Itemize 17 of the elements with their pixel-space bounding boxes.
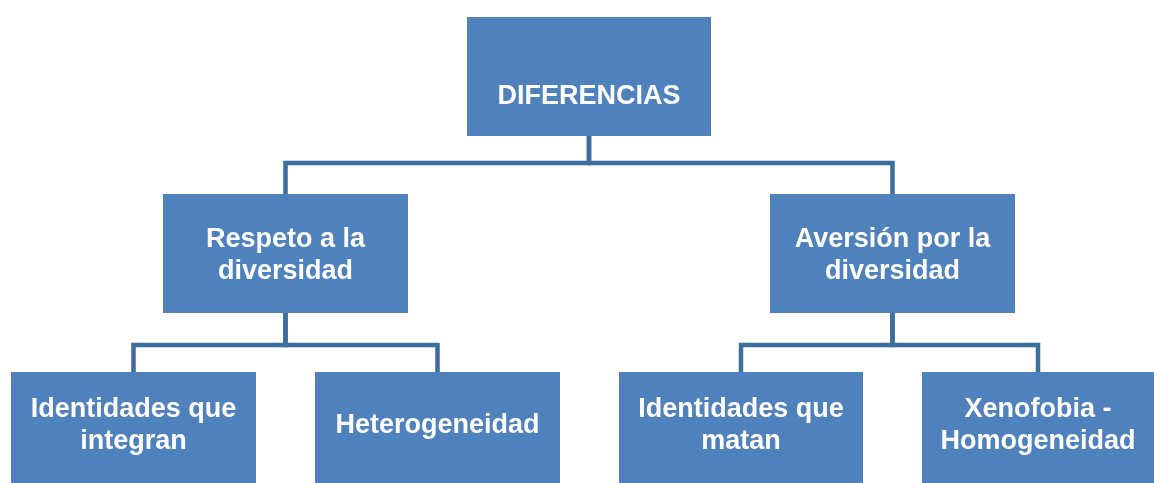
box-label: DIFERENCIAS bbox=[497, 78, 681, 111]
concept-box bbox=[619, 372, 863, 483]
box-label: Aversión por la diversidad bbox=[793, 221, 992, 286]
concept-box bbox=[922, 372, 1154, 483]
box-label: Identidades que matan bbox=[637, 391, 845, 456]
box-label: Heterogeneidad bbox=[335, 407, 540, 440]
connector-line bbox=[586, 136, 895, 194]
connector-line bbox=[283, 313, 440, 372]
concept-box bbox=[163, 194, 408, 313]
concept-box bbox=[11, 372, 256, 483]
box-label: Identidades que integran bbox=[29, 391, 238, 456]
concept-box bbox=[315, 372, 560, 483]
connector-line bbox=[890, 313, 1041, 372]
box-label: Respeto a la diversidad bbox=[204, 221, 367, 286]
concept-box bbox=[770, 194, 1015, 313]
box-label: Xenofobia - Homogeneidad bbox=[939, 391, 1137, 456]
concept-box bbox=[467, 17, 711, 136]
